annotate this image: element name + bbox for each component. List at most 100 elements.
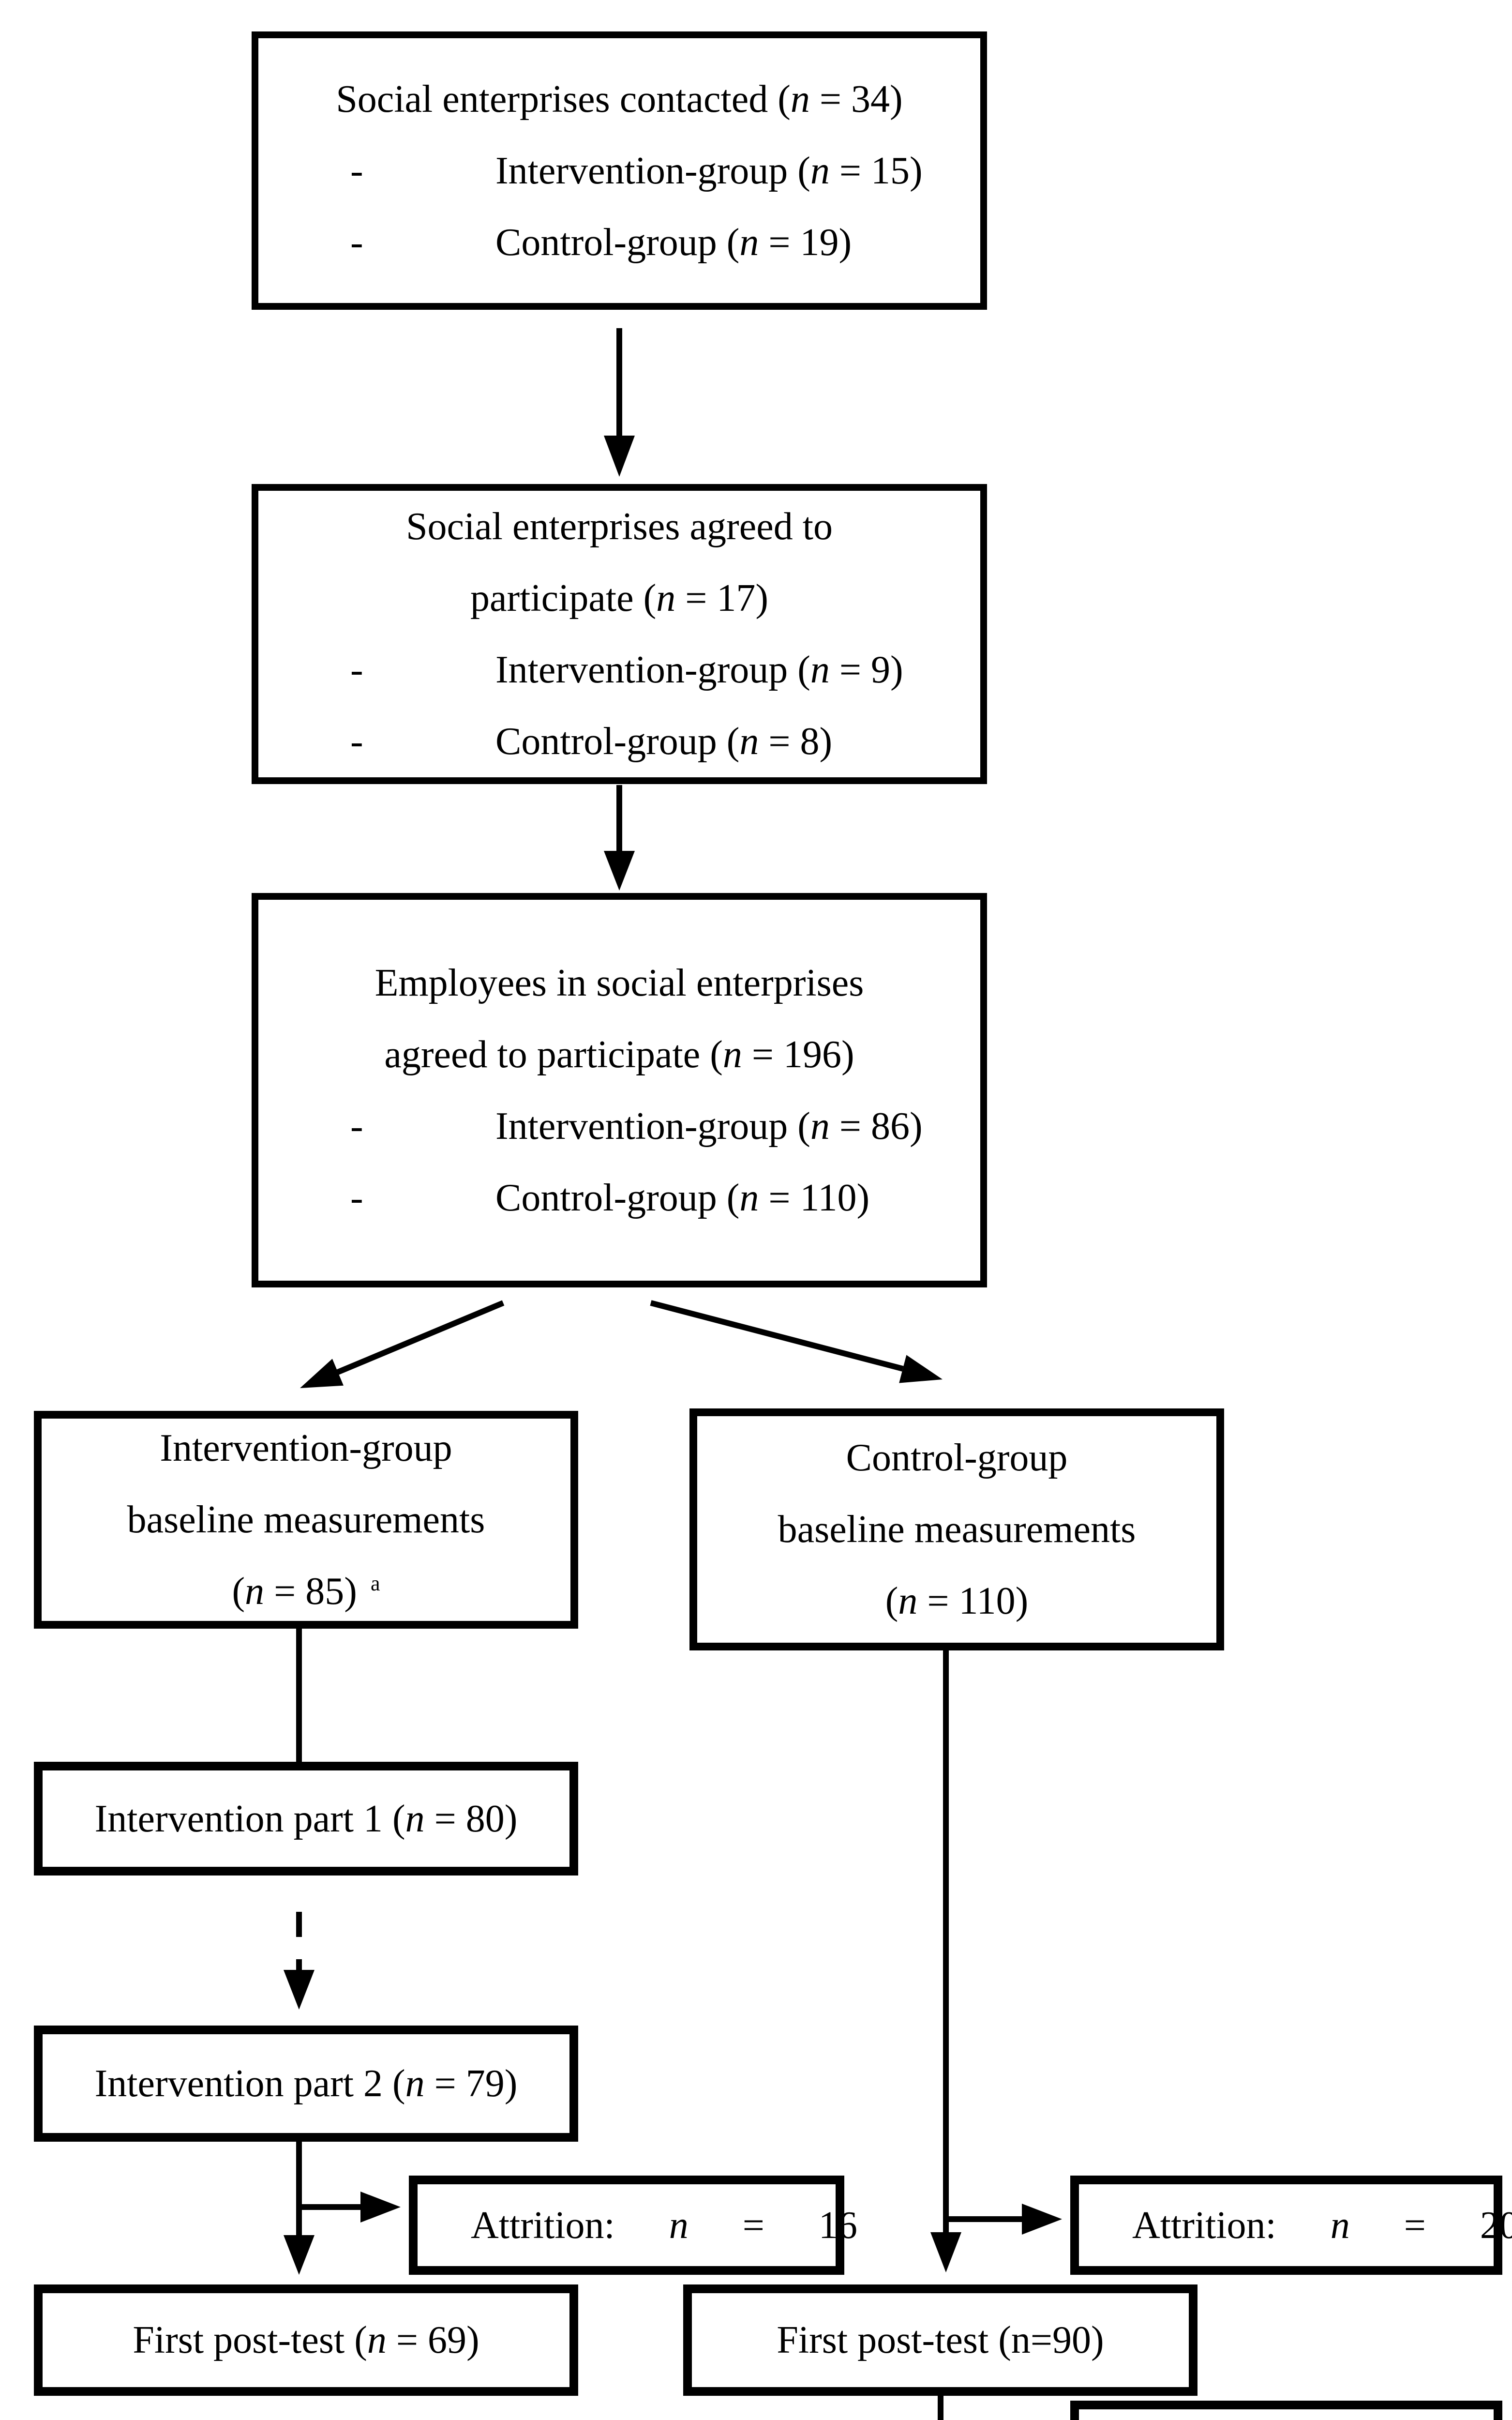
text-line: (n = 85) a: [232, 1556, 380, 1627]
arrow-contacted-to-agreed: [604, 328, 635, 477]
bullet-text: Control-group (n = 8): [495, 706, 832, 777]
text-segment: Control-group (: [495, 1176, 740, 1219]
bullet-dash: -: [350, 149, 363, 192]
branch-arrow-to-attrition-16: [299, 2192, 401, 2223]
text-segment: Intervention-group (: [495, 649, 810, 691]
italic-n: n: [722, 1033, 742, 1076]
text-line: Intervention part 2 (n = 79): [95, 2048, 518, 2119]
dashed-arrow-part1-to-part2: [284, 1912, 314, 2010]
text-segment: Social enterprises agreed to: [406, 505, 833, 548]
box-first-post-test-left: First post-test (n = 69): [34, 2284, 578, 2396]
box-intervention-baseline: Intervention-group baseline measurements (…: [34, 1411, 578, 1629]
text-line: Attrition:n=20: [1079, 2190, 1512, 2261]
italic-n: n: [810, 1104, 830, 1148]
box-control-baseline: Control-group baseline measurements (n = 1…: [689, 1408, 1224, 1650]
italic-n: n: [1331, 2415, 1350, 2420]
text-line: agreed to participate (n = 196): [384, 1019, 854, 1090]
bullet-text: Control-group (n = 19): [495, 207, 852, 278]
text-segment: = 69): [386, 2319, 479, 2361]
text-segment: baseline measurements: [127, 1498, 485, 1541]
text-segment: First post-test (n=90): [777, 2319, 1104, 2361]
text-segment: = 80): [424, 1797, 518, 1840]
arrow-agreed-to-employees: [604, 785, 635, 891]
bullet-dash: -: [350, 649, 363, 691]
bullet-text: Intervention-group (n = 9): [495, 634, 903, 706]
italic-n: n: [810, 649, 830, 691]
bullet-dash: -: [350, 1176, 363, 1219]
text-segment: participate (: [470, 577, 657, 620]
text-line: Social enterprises agreed to: [406, 491, 833, 562]
text-segment: Employees in social enterprises: [374, 961, 864, 1004]
text-segment: Intervention part 1 (: [94, 1797, 405, 1840]
italic-n: n: [739, 1176, 759, 1219]
text-line: (n = 110): [885, 1565, 1028, 1637]
box-attrition-intervention-16: Attrition:n=16: [409, 2176, 857, 2275]
italic-n: n: [790, 77, 810, 121]
text-segment: Intervention-group (: [495, 149, 810, 192]
arrow-split-to-intervention-baseline: [300, 1300, 505, 1388]
text-segment: First post-test (: [133, 2319, 367, 2361]
text-line: -Intervention-group (n = 86): [258, 1090, 980, 1162]
branch-arrow-to-attrition-20: [946, 2204, 1062, 2235]
text-segment: = 19): [759, 221, 852, 264]
text-line: - Control-group (n = 110): [258, 1162, 980, 1234]
italic-n: n: [1330, 2204, 1350, 2247]
text-segment: (: [885, 1580, 898, 1622]
text-line: - Intervention-group (n = 15): [258, 135, 980, 207]
text-segment: Control-group (: [495, 720, 740, 763]
italic-n: n: [739, 221, 759, 264]
text-segment: baseline measurements: [778, 1508, 1136, 1551]
box-attrition-control-4: Attrition:n=4: [1070, 2401, 1502, 2420]
text-segment: = 110): [759, 1176, 870, 1219]
bullet-text: Intervention-group (n = 86): [495, 1090, 923, 1162]
text-segment: 20: [1480, 2204, 1512, 2247]
italic-n: n: [898, 1580, 918, 1622]
text-segment: 4: [1480, 2415, 1499, 2420]
text-segment: = 110): [917, 1580, 1029, 1622]
superscript-note: a: [370, 1572, 380, 1596]
box-employees-agreed: Employees in social enterprises agreed to…: [252, 893, 987, 1287]
box-social-enterprises-contacted: Social enterprises contacted (n = 34) - In…: [252, 31, 987, 310]
box-intervention-part-1: Intervention part 1 (n = 80): [34, 1762, 578, 1876]
italic-n: n: [669, 2204, 689, 2247]
text-line: - Intervention-group (n = 9): [258, 634, 980, 706]
text-segment: Control-group: [846, 1437, 1068, 1479]
text-line: Intervention-group: [160, 1412, 452, 1484]
text-line: Attrition:n=16: [418, 2190, 857, 2261]
italic-n: n: [810, 149, 830, 192]
text-segment: Attrition:: [1132, 2204, 1276, 2247]
bullet-text: Control-group (n = 110): [495, 1162, 869, 1234]
arrow-control-baseline-to-first-post: [930, 1650, 961, 2272]
arrow-part2-to-first-post: [284, 2142, 314, 2275]
text-line: First post-test (n = 69): [133, 2304, 479, 2376]
text-segment: agreed to participate (: [384, 1033, 723, 1076]
text-line: baseline measurements: [778, 1494, 1136, 1565]
text-segment: Intervention-group: [160, 1427, 452, 1469]
text-segment: = 15): [829, 149, 923, 192]
text-segment: Intervention-group (: [495, 1104, 810, 1148]
text-segment: = 86): [829, 1104, 923, 1148]
italic-n: n: [656, 577, 676, 620]
text-line: Social enterprises contacted (n = 34): [336, 63, 902, 135]
bullet-dash: -: [350, 221, 363, 264]
box-intervention-part-2: Intervention part 2 (n = 79): [34, 2026, 578, 2142]
text-segment: = 196): [742, 1033, 854, 1076]
bullet-text: Intervention-group (n = 15): [495, 135, 923, 207]
text-segment: = 17): [675, 577, 768, 620]
bullet-dash: -: [350, 720, 363, 763]
text-segment: =: [1404, 2415, 1426, 2420]
italic-n: n: [367, 2319, 387, 2361]
text-segment: Intervention part 2 (: [94, 2062, 405, 2105]
text-line: - Control-group (n = 8): [258, 706, 980, 777]
text-line: Employees in social enterprises: [375, 947, 864, 1019]
box-first-post-test-right: First post-test (n=90): [683, 2284, 1198, 2396]
text-segment: = 79): [424, 2062, 518, 2105]
text-line: baseline measurements: [127, 1484, 485, 1556]
text-segment: = 8): [759, 720, 833, 763]
text-segment: Social enterprises contacted (: [336, 77, 791, 121]
box-attrition-control-20: Attrition:n=20: [1070, 2176, 1512, 2275]
text-line: Attrition:n=4: [1079, 2415, 1494, 2420]
text-segment: Control-group (: [495, 221, 740, 264]
